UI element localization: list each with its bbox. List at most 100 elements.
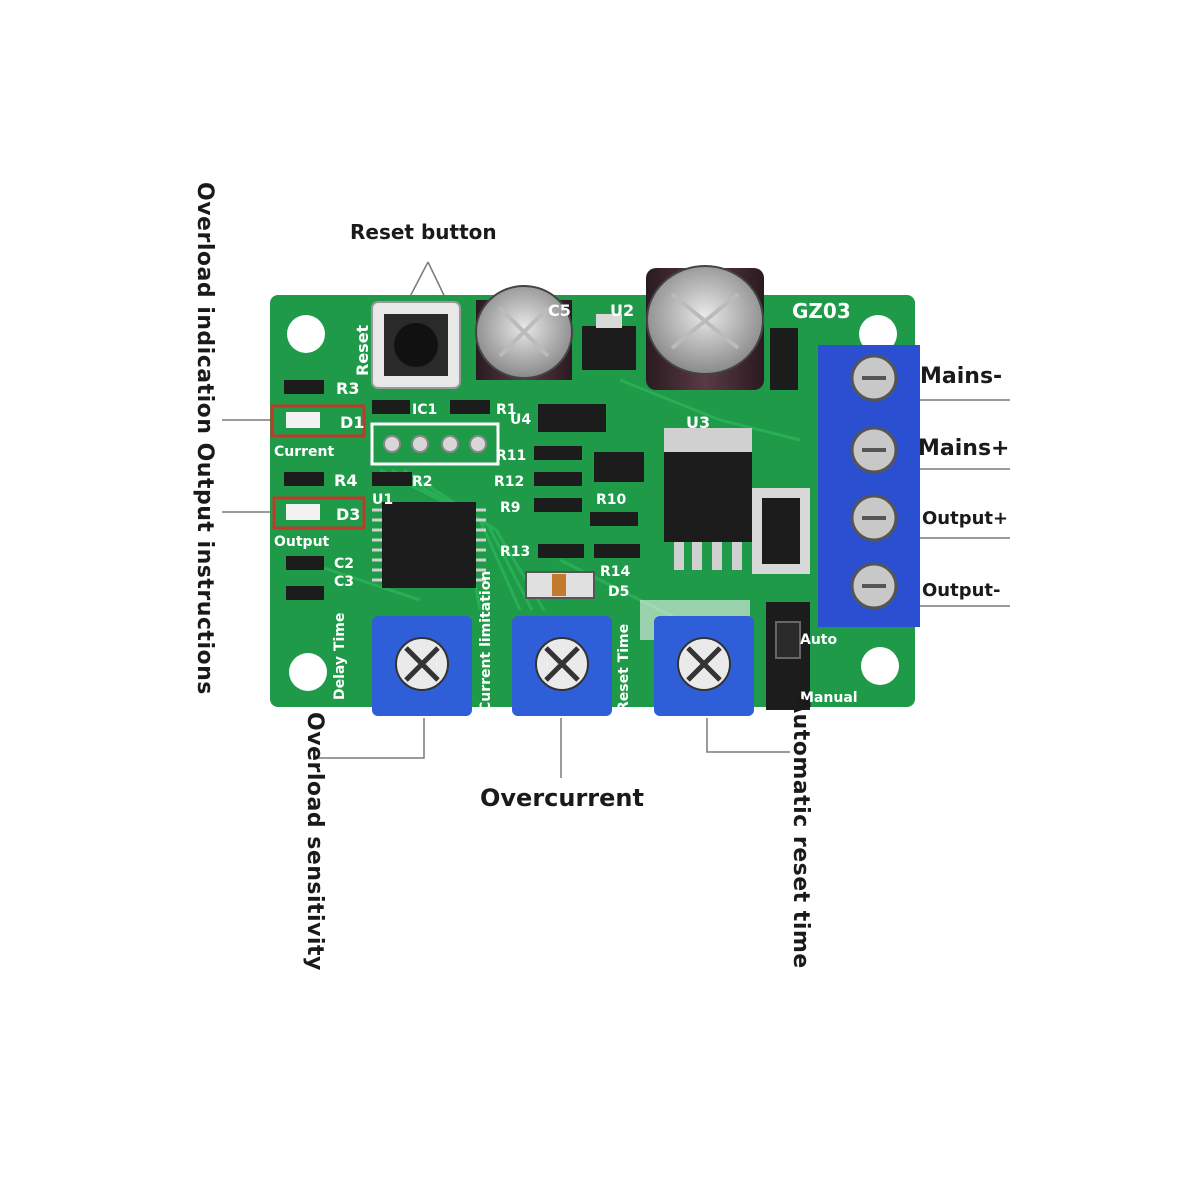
header-pin (441, 435, 459, 453)
silk-output: Output (274, 534, 330, 550)
capacitor-c5-vent (498, 306, 550, 358)
reset-button-cap (394, 323, 438, 367)
regulator-u3-leg (732, 542, 742, 570)
silk-current-limitation: Current limitation (478, 571, 494, 712)
header-pin (411, 435, 429, 453)
silk-reset-time: Reset Time (616, 624, 632, 712)
diode-smd-right-body (762, 498, 800, 564)
smd-part (372, 400, 410, 414)
smd-part (284, 380, 324, 394)
silk-u2: U2 (610, 301, 634, 320)
silk-u1: U1 (372, 492, 393, 508)
silk-r10: R10 (596, 492, 627, 508)
smd-part (594, 452, 644, 482)
smd-part (534, 472, 582, 486)
capacitor-main-vent (670, 292, 740, 350)
potentiometer-delay-slot (404, 646, 440, 682)
callout-overcurrent: Overcurrent (480, 784, 644, 812)
potentiometer-reset-time-slot (686, 646, 722, 682)
callout-output-plus: Output+ (922, 508, 1009, 529)
silk-d1: D1 (340, 413, 364, 432)
callout-overload-sensitivity: Overload sensitivity (302, 712, 327, 971)
led-d1-highlight (270, 404, 366, 438)
silk-r14: R14 (600, 564, 631, 580)
smd-part (594, 544, 640, 558)
silk-ic1: IC1 (412, 402, 437, 418)
smd-components (284, 380, 644, 600)
regulator-u2-tab (596, 314, 622, 328)
silk-r2: R2 (412, 474, 433, 490)
regulator-u2 (582, 326, 636, 370)
silk-reset: Reset (353, 324, 372, 376)
mount-hole-bottom-right (861, 647, 899, 685)
silk-current: Current (274, 444, 335, 460)
mount-hole-top-right (859, 315, 897, 353)
mount-hole-bottom-left (289, 653, 327, 691)
potentiometer-delay (372, 616, 472, 716)
silk-r11: R11 (496, 448, 526, 464)
smd-part (590, 512, 638, 526)
silk-r9: R9 (500, 500, 521, 516)
pin-header-pins (383, 435, 487, 453)
terminal-screw-slots (862, 376, 886, 588)
silk-d3: D3 (336, 505, 360, 524)
pcb-substrate (270, 295, 915, 707)
callout-mains-plus: Mains+ (918, 436, 1010, 461)
silk-c3: C3 (334, 574, 354, 590)
regulator-u3-legs (674, 542, 742, 570)
regulator-u3-leg (712, 542, 722, 570)
terminal-block (818, 345, 920, 627)
silk-r13: R13 (500, 544, 530, 560)
ic-u1-pins (372, 508, 486, 582)
callout-mains-minus: Mains- (920, 364, 1003, 389)
silk-c5: C5 (548, 301, 571, 320)
regulator-u3 (664, 452, 752, 542)
smd-part (538, 544, 584, 558)
silk-r3: R3 (336, 379, 359, 398)
diode-top-right (770, 328, 798, 390)
header-pin (383, 435, 401, 453)
led-d1 (286, 412, 320, 428)
header-pin (469, 435, 487, 453)
regulator-u3-leg (692, 542, 702, 570)
callout-line-reset-time (706, 718, 790, 753)
jumper-cap (775, 621, 801, 659)
mounting-holes (287, 315, 899, 691)
smd-part (538, 404, 606, 432)
smd-part (284, 472, 324, 486)
silk-r1: R1 (496, 402, 517, 418)
silk-u3: U3 (686, 413, 710, 432)
mount-hole-top-left (287, 315, 325, 353)
silk-c2: C2 (334, 556, 354, 572)
callout-automatic-reset-time: Automatic reset time (788, 696, 813, 969)
smd-part (534, 498, 582, 512)
smd-part (534, 446, 582, 460)
regulator-u3-tab (664, 428, 752, 454)
silk-r4: R4 (334, 471, 357, 490)
silk-auto: Auto (800, 632, 837, 648)
silk-u4: U4 (510, 412, 531, 428)
smd-part (372, 472, 412, 486)
potentiometer-current (512, 616, 612, 716)
led-d3-highlight (272, 496, 366, 530)
potentiometer-current-slot (544, 646, 580, 682)
potentiometer-reset-time (654, 616, 754, 716)
callout-output-minus: Output- (922, 580, 1001, 601)
silk-r12: R12 (494, 474, 524, 490)
regulator-u3-leg (674, 542, 684, 570)
smd-part (286, 586, 324, 600)
led-d3 (286, 504, 320, 520)
pcb-board: GZ03 Reset C5 U2 U3 U4 IC1 R1 R3 D1 Curr… (270, 265, 920, 716)
silkscreen: GZ03 Reset C5 U2 U3 U4 IC1 R1 R3 D1 Curr… (274, 299, 858, 712)
silk-model: GZ03 (792, 299, 851, 323)
callout-reset-button: Reset button (350, 220, 497, 244)
callout-line-sensitivity (316, 718, 425, 759)
pin-header (370, 422, 500, 466)
silk-delay-time: Delay Time (332, 613, 348, 700)
callout-overload-indication: Overload indication Output instructions (192, 182, 217, 695)
smd-part (450, 400, 490, 414)
silk-d5: D5 (608, 584, 629, 600)
ic-u1 (382, 502, 476, 588)
